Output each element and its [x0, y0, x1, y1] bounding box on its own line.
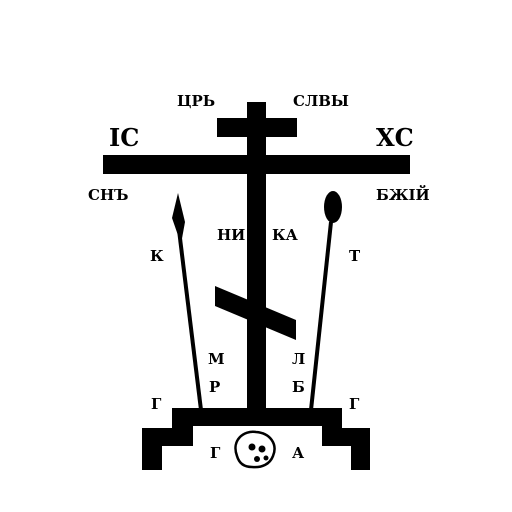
cross-title-board — [217, 118, 297, 137]
inscription-rb-left: Р — [209, 378, 220, 396]
inscription-rb-right: Б — [292, 378, 305, 396]
inscription-spear: К — [150, 247, 164, 265]
spear-shaft — [177, 229, 203, 411]
inscription-ga-right: А — [292, 444, 305, 462]
cross-footrest-bar — [215, 286, 296, 340]
inscription-nika-left: НИ — [217, 226, 245, 244]
inscription-right-title: БЖІЙ — [376, 185, 430, 204]
inscription-left-title: СНЪ — [88, 186, 128, 204]
inscription-ga-left: Г — [210, 444, 221, 462]
inscription-top-right: СЛВЫ — [293, 92, 349, 110]
inscription-nika-right: КА — [272, 226, 299, 244]
inscription-ml-right: Л — [292, 350, 305, 368]
cross-vertical-beam — [247, 102, 266, 412]
inscription-left-name: ІС — [109, 123, 139, 152]
reed-shaft — [309, 221, 333, 411]
inscription-reed: Т — [349, 247, 361, 265]
inscription-gg-left: Г — [151, 395, 162, 413]
inscription-ml-left: М — [208, 350, 225, 368]
inscription-gg-right: Г — [349, 395, 360, 413]
inscription-top-left: ЦРЬ — [177, 92, 215, 110]
inscription-right-name: ХС — [376, 123, 414, 152]
sponge — [324, 191, 342, 223]
skull-icon — [234, 430, 276, 469]
spear-head — [172, 193, 185, 244]
cross-main-beam — [103, 155, 410, 174]
golgotha-steps — [142, 408, 370, 470]
